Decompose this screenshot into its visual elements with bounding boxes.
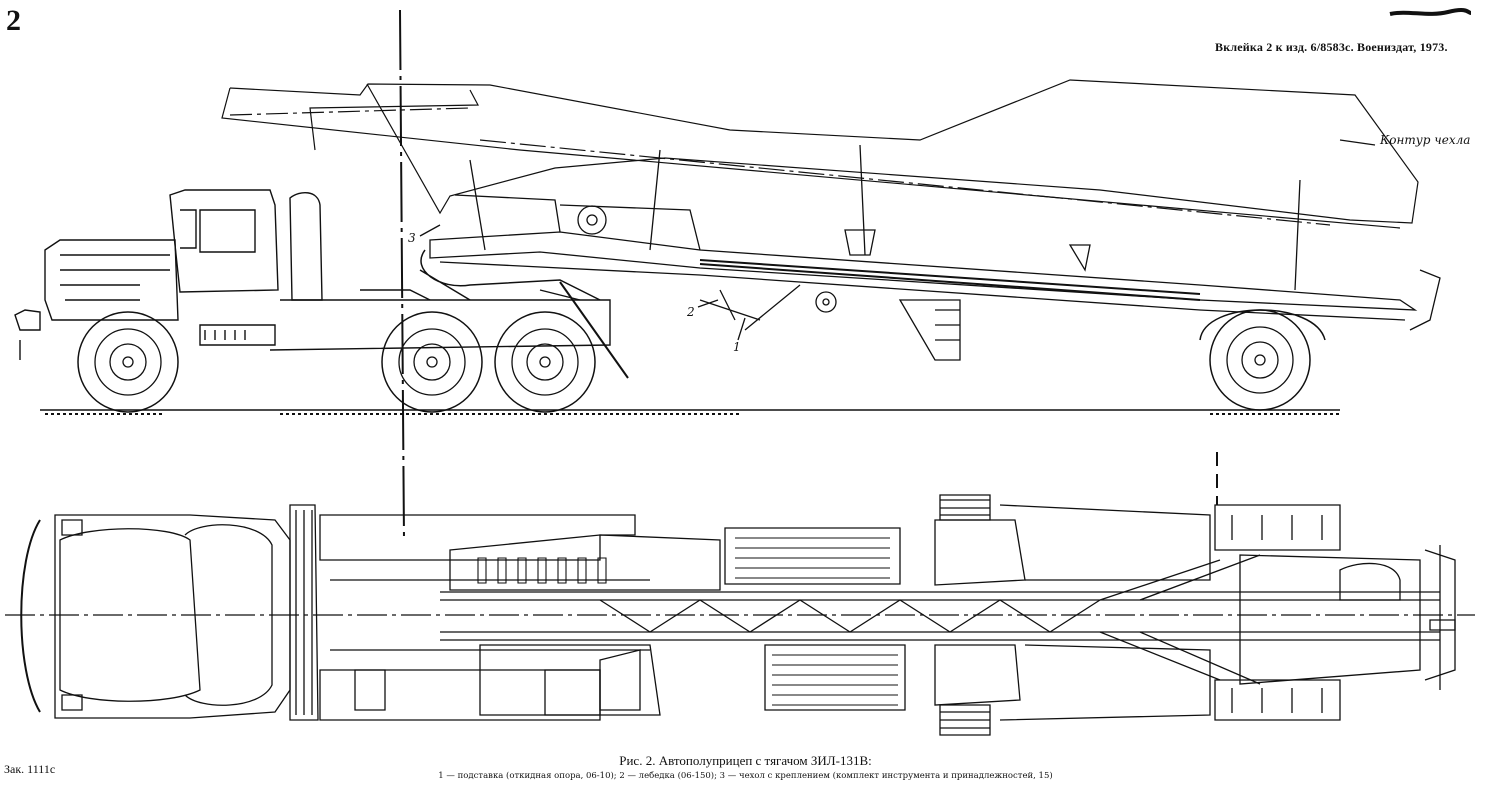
insert-note: Вклейка 2 к изд. 6/8583с. Воениздат, 197…	[1215, 40, 1448, 54]
deck-panel-upper	[724, 527, 901, 585]
truck-cab	[14, 189, 611, 360]
trailer-fender	[1199, 309, 1326, 341]
gooseneck	[419, 249, 601, 301]
cover-outline-label: Контур чехла	[1379, 133, 1470, 147]
tractor-rear-wheel	[494, 311, 596, 413]
technical-drawing: Контур чехла 3 2 1	[5, 9, 1475, 736]
callout-2: 2	[686, 305, 695, 319]
strike-mark	[1389, 8, 1472, 16]
callout-3: 3	[408, 231, 416, 245]
trailer-wheel	[1209, 309, 1311, 411]
ground-line	[40, 409, 1340, 415]
cover-outline	[221, 79, 1419, 229]
tractor-front-wheel	[77, 311, 179, 413]
gooseneck-plan	[449, 534, 721, 716]
figure-caption-title: Рис. 2. Автополуприцеп с тягачом ЗИЛ-131…	[619, 753, 872, 768]
outriggers-plan	[934, 494, 1211, 736]
deck-panel-lower	[764, 644, 906, 711]
winch-hub	[586, 214, 598, 226]
rear-box-lower	[1214, 679, 1341, 721]
trailer-frame-plan	[440, 554, 1440, 685]
figure-caption-legend: 1 — подставка (откидная опора, 06-10); 2…	[438, 771, 1053, 781]
support-wheel-hub	[822, 298, 830, 306]
page-number: 2	[6, 4, 21, 37]
rear-axle-plan	[1339, 545, 1456, 690]
order-number: Зак. 1111с	[4, 762, 56, 776]
tractor-mid-wheel	[381, 311, 483, 413]
winch-drum	[577, 205, 607, 235]
callout-leader-cover	[1339, 139, 1376, 146]
side-view: Контур чехла 3 2 1	[14, 9, 1470, 541]
callout-leader-2	[697, 299, 719, 308]
spare-wheel-plan	[289, 504, 319, 721]
trailer-frame	[429, 144, 1441, 361]
callout-leader-1	[737, 317, 746, 341]
support-wheel	[815, 291, 837, 313]
front-bumper	[20, 519, 41, 713]
gooseneck-vents	[477, 557, 607, 584]
rear-box-upper	[1214, 504, 1341, 551]
callout-1: 1	[733, 340, 741, 354]
top-view	[5, 494, 1475, 736]
callout-leader-3	[419, 224, 441, 237]
frame-end-lug	[1429, 619, 1456, 631]
section-line	[399, 9, 405, 541]
cab-plan	[54, 514, 291, 719]
